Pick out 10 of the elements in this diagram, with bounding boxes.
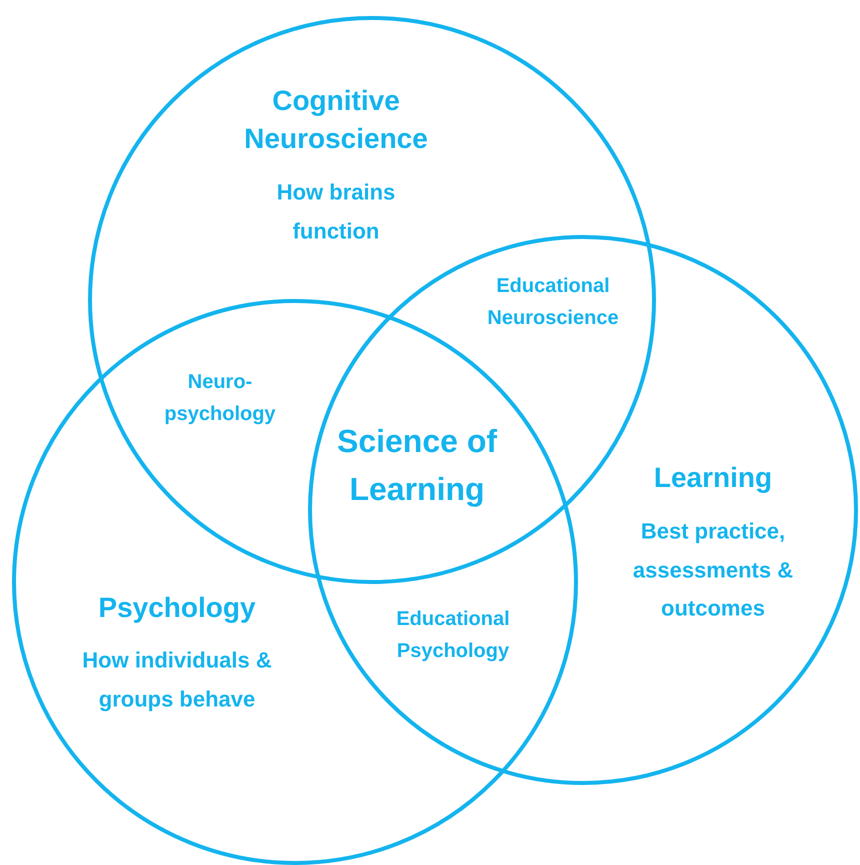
circle-description: How individuals & groups behave <box>81 646 273 714</box>
circle-description: Best practice, assessments & outcomes <box>632 517 794 622</box>
overlap-label: Educational Psychology <box>395 607 511 664</box>
circle-description: How brains function <box>276 178 396 245</box>
circle-title: Psychology <box>97 591 257 626</box>
circle-title: Cognitive Neuroscience <box>243 84 429 156</box>
circle-title: Learning <box>652 461 774 496</box>
overlap-label: Neuro- psychology <box>163 370 277 427</box>
overlap-label: Educational Neuroscience <box>486 274 620 331</box>
overlap-label: Science of Learning <box>336 422 498 509</box>
